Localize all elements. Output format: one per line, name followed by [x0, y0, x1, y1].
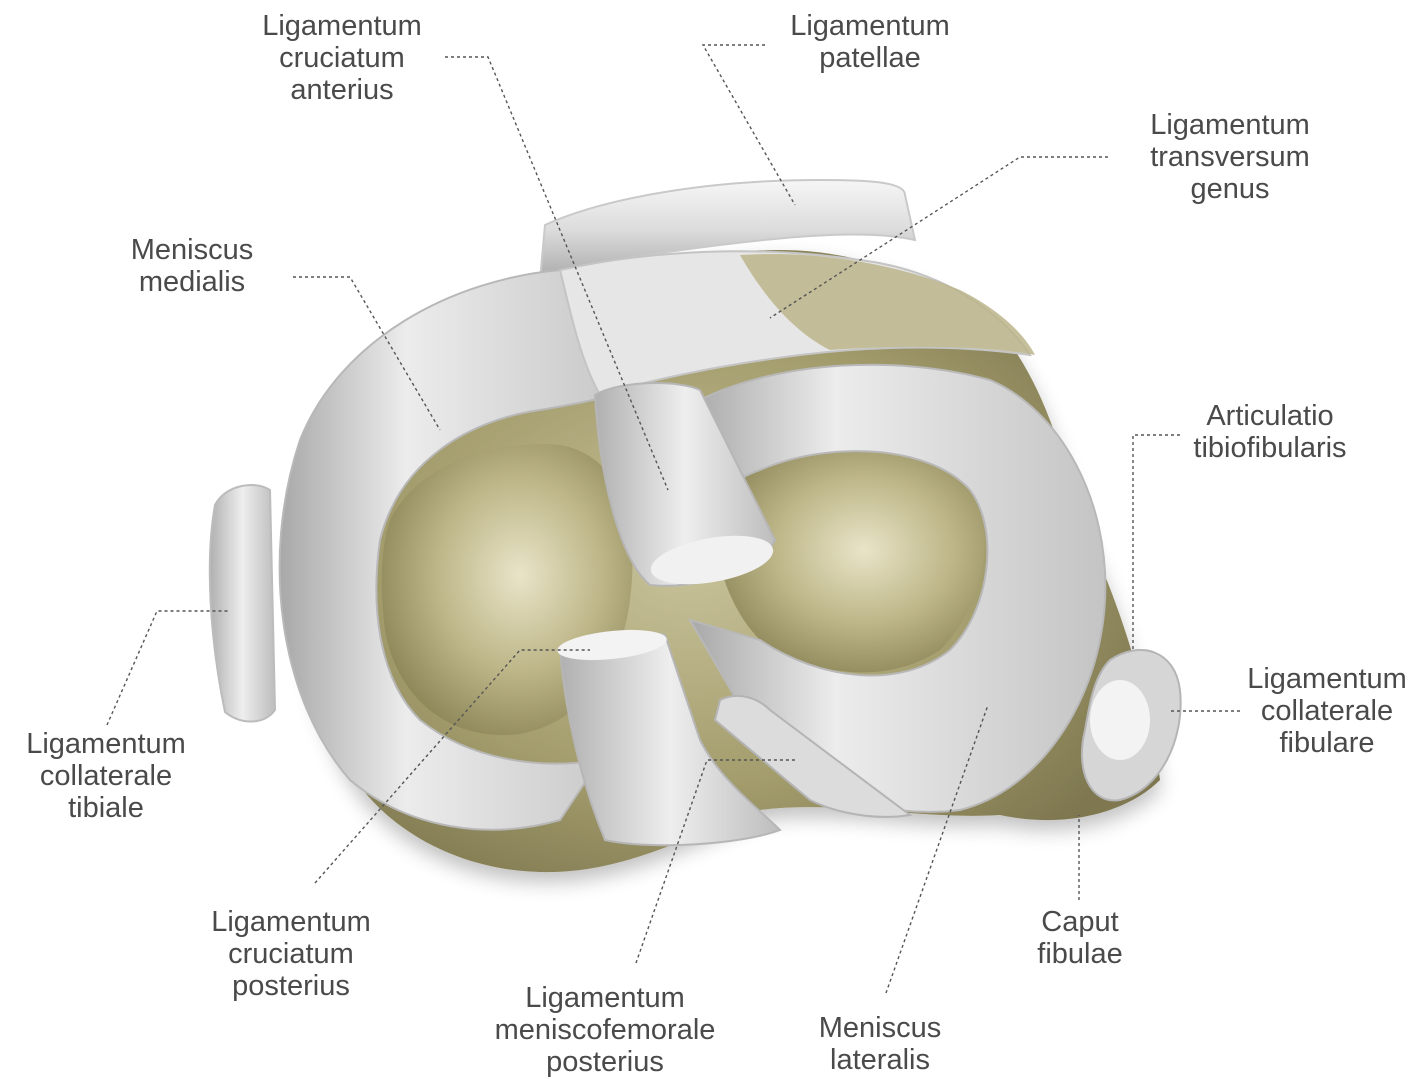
fibular-facet: [1090, 680, 1150, 760]
label-meniscus-medialis: Meniscus medialis: [112, 234, 272, 298]
label-articulatio-tibiofibularis: Articulatio tibiofibularis: [1170, 400, 1370, 464]
label-meniscus-lateralis: Meniscus lateralis: [800, 1012, 960, 1076]
label-lig-meniscofemorale-posterius: Ligamentum meniscofemorale posterius: [470, 982, 740, 1078]
label-caput-fibulae: Caput fibulae: [1010, 906, 1150, 970]
tibial-collateral-ligament: [210, 485, 275, 722]
label-lig-patellae: Ligamentum patellae: [770, 10, 970, 74]
label-lig-cruciatum-anterius: Ligamentum cruciatum anterius: [242, 10, 442, 106]
label-lig-transversum-genus: Ligamentum transversum genus: [1130, 109, 1330, 205]
leader-articulatio: [1133, 435, 1180, 650]
label-lig-cruciatum-posterius: Ligamentum cruciatum posterius: [191, 906, 391, 1002]
label-lig-collaterale-fibulare: Ligamentum collaterale fibulare: [1232, 663, 1422, 759]
label-lig-collaterale-tibiale: Ligamentum collaterale tibiale: [6, 728, 206, 824]
